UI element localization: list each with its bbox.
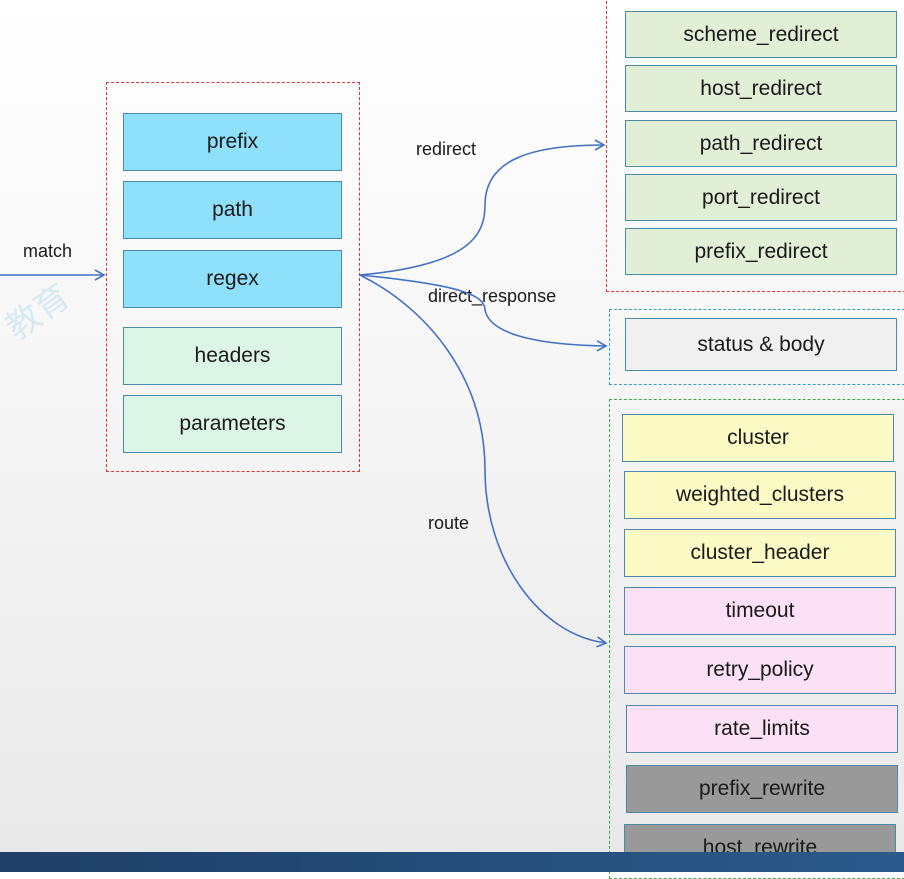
route-item-rate-limits: rate_limits bbox=[626, 705, 898, 753]
redirect-item-prefix: prefix_redirect bbox=[625, 228, 897, 275]
route-item-weighted-clusters: weighted_clusters bbox=[624, 471, 896, 519]
redirect-group bbox=[606, 0, 904, 292]
footer-bar bbox=[0, 852, 904, 872]
match-item-headers: headers bbox=[123, 327, 342, 385]
edge-label-route: route bbox=[428, 513, 470, 533]
redirect-arrow bbox=[359, 139, 606, 276]
route-arrow bbox=[359, 274, 608, 648]
match-item-regex: regex bbox=[123, 250, 342, 308]
edge-label-redirect: redirect bbox=[416, 139, 477, 159]
redirect-item-scheme: scheme_redirect bbox=[625, 11, 897, 58]
route-item-timeout: timeout bbox=[624, 587, 896, 635]
match-item-prefix: prefix bbox=[123, 113, 342, 171]
redirect-item-port: port_redirect bbox=[625, 174, 897, 221]
route-item-cluster-header: cluster_header bbox=[624, 529, 896, 577]
redirect-item-host: host_redirect bbox=[625, 65, 897, 112]
match-item-path: path bbox=[123, 181, 342, 239]
route-item-retry-policy: retry_policy bbox=[624, 646, 896, 694]
direct-response-item-status-body: status & body bbox=[625, 318, 897, 371]
route-item-prefix-rewrite: prefix_rewrite bbox=[626, 765, 898, 813]
edge-label-match: match bbox=[23, 241, 73, 261]
route-item-cluster: cluster bbox=[622, 414, 894, 462]
match-item-parameters: parameters bbox=[123, 395, 342, 453]
match-group bbox=[106, 82, 360, 472]
redirect-item-path: path_redirect bbox=[625, 120, 897, 167]
direct-response-arrow bbox=[359, 274, 608, 352]
direct-response-group bbox=[609, 309, 904, 385]
